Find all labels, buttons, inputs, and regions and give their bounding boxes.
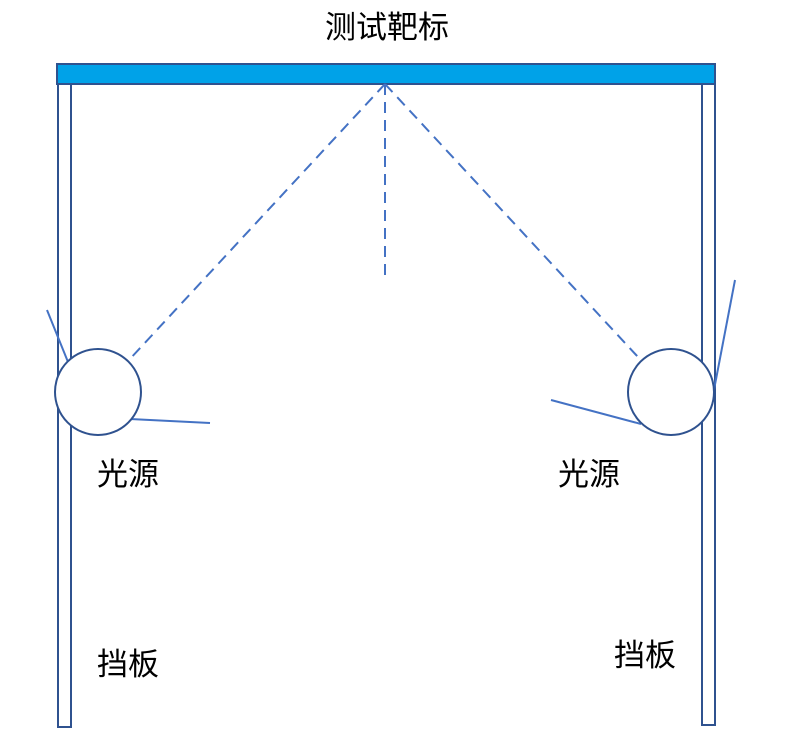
ray-right-lower xyxy=(550,399,642,425)
beam-line-right xyxy=(384,83,639,358)
beam-line-left xyxy=(128,83,386,361)
light-source-right-circle xyxy=(627,348,715,436)
baffle-right-label: 挡板 xyxy=(614,638,676,674)
ray-left-lower xyxy=(129,418,211,424)
ray-right-upper xyxy=(712,279,736,396)
test-target-bar xyxy=(56,63,716,85)
light-source-left-label: 光源 xyxy=(97,457,159,493)
test-target-title: 测试靶标 xyxy=(325,10,449,46)
baffle-left-label: 挡板 xyxy=(97,647,159,683)
light-source-right-label: 光源 xyxy=(558,457,620,493)
light-source-left-circle xyxy=(54,348,142,436)
ray-left-upper xyxy=(46,309,69,363)
